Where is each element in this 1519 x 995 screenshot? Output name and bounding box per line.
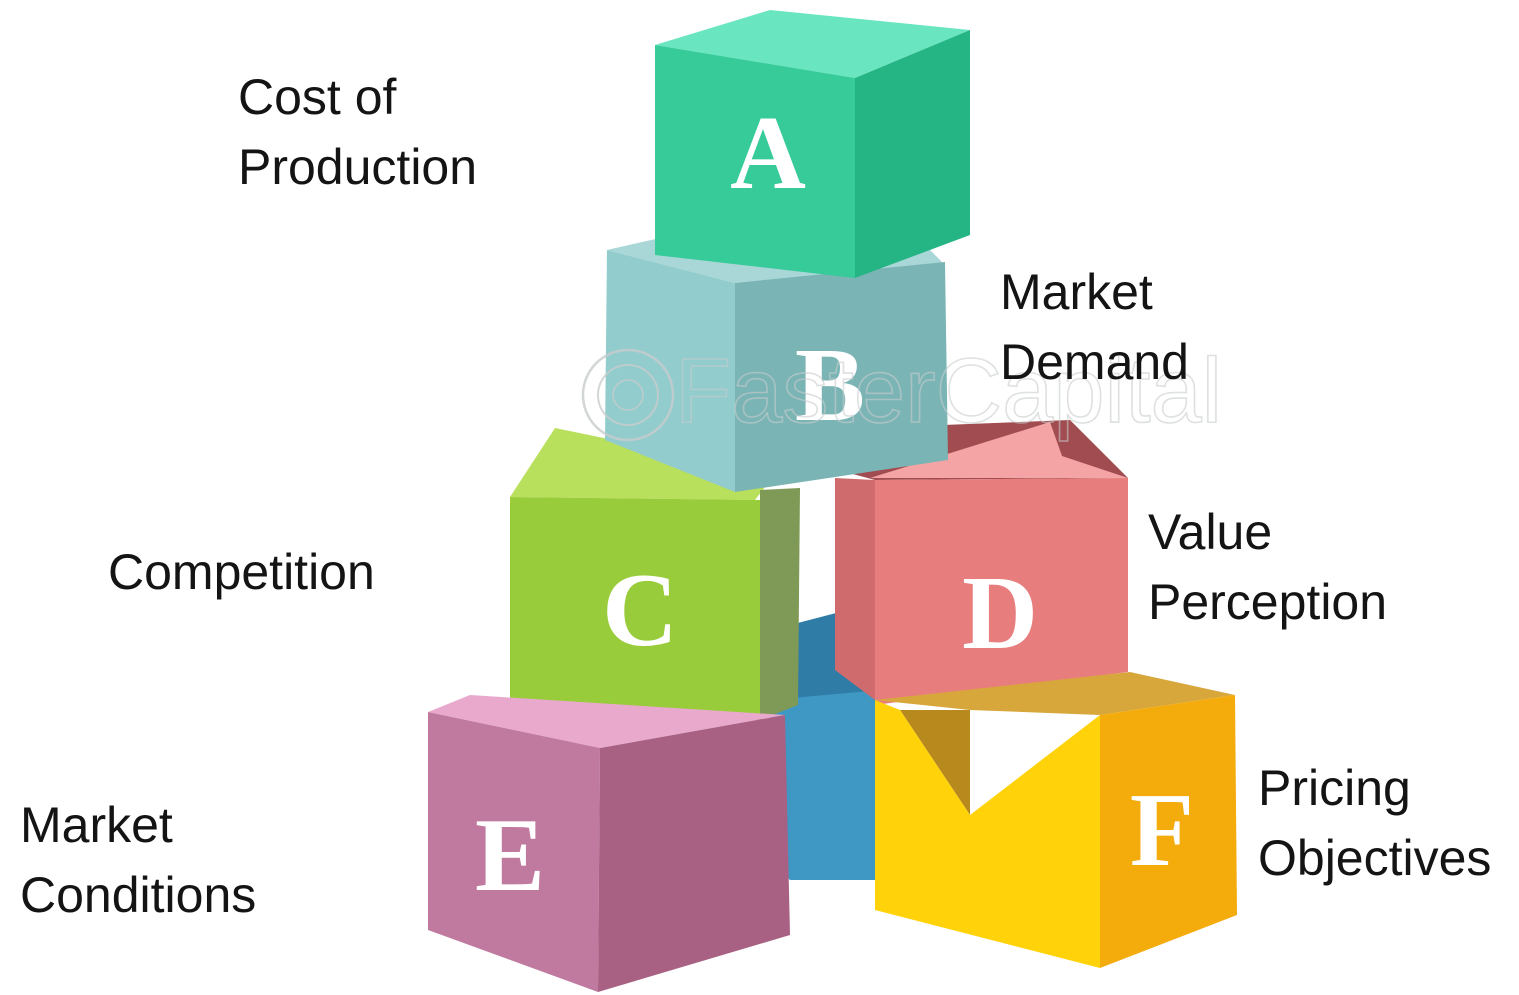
label-e-line-2: Conditions — [20, 867, 257, 923]
label-e-line-1: Market — [20, 797, 173, 853]
label-b-line-2: Demand — [1000, 334, 1189, 390]
label-a-line-2: Production — [238, 139, 478, 195]
label-b: Market Demand — [1000, 257, 1189, 397]
watermark-text: FasterCapital — [675, 340, 1222, 442]
label-f-line-1: Pricing — [1258, 760, 1411, 816]
label-d-line-1: Value — [1148, 504, 1273, 560]
label-c-line-1: Competition — [108, 544, 375, 600]
label-a: Cost of Production — [238, 62, 477, 202]
label-b-line-1: Market — [1000, 264, 1153, 320]
block-a: A — [655, 10, 970, 278]
block-d-letter: D — [962, 554, 1038, 671]
block-e: E — [428, 695, 790, 992]
label-d: Value Perception — [1148, 497, 1387, 637]
label-f-line-2: Objectives — [1258, 830, 1492, 886]
watermark-logo: FasterCapital — [581, 339, 1223, 443]
block-f: F — [875, 672, 1237, 968]
block-e-letter: E — [475, 796, 545, 913]
label-d-line-2: Perception — [1148, 574, 1388, 630]
block-c-letter: C — [602, 551, 678, 668]
label-a-line-1: Cost of — [238, 69, 397, 125]
label-f: Pricing Objectives — [1258, 753, 1491, 893]
block-c: C — [510, 428, 800, 720]
block-b-letter: B — [795, 326, 865, 443]
label-c: Competition — [108, 537, 375, 607]
block-f-letter: F — [1130, 771, 1194, 888]
label-e: Market Conditions — [20, 790, 256, 930]
block-a-letter: A — [730, 94, 806, 211]
